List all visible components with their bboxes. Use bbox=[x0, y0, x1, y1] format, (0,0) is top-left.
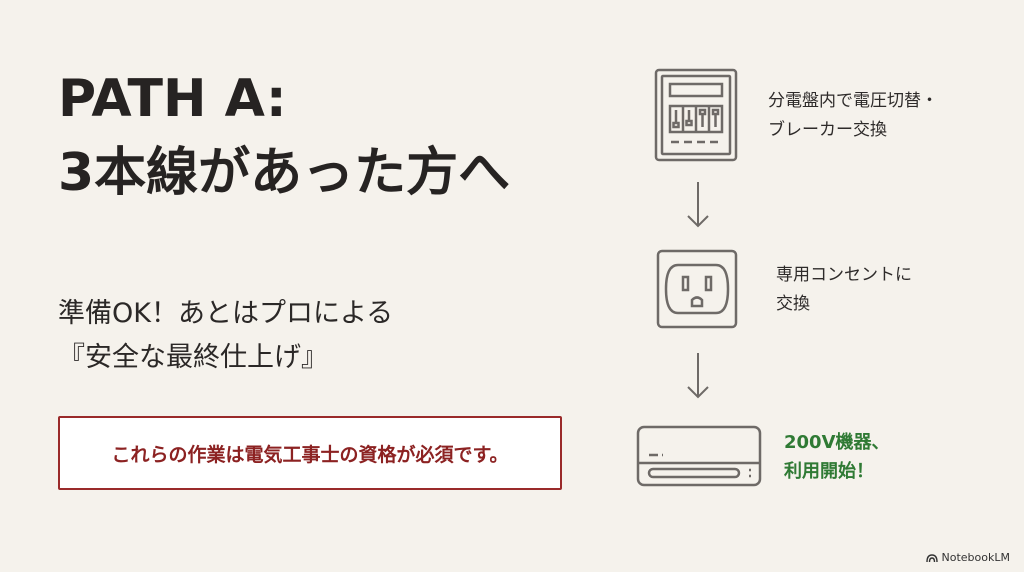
breaker-panel-icon bbox=[654, 68, 738, 162]
subtitle-line-1: 準備OK！あとはプロによる bbox=[58, 298, 394, 329]
step-1-label: 分電盤内で電圧切替・ ブレーカー交換 bbox=[768, 91, 938, 140]
slide-title: PATH A: 3本線があった方へ bbox=[58, 62, 510, 210]
step-3-label: 200V機器、 利用開始！ bbox=[784, 432, 890, 482]
air-conditioner-icon bbox=[636, 425, 762, 487]
step-2-label: 専用コンセントに 交換 bbox=[776, 265, 912, 314]
notebooklm-watermark: NotebookLM bbox=[925, 551, 1010, 564]
title-line-2: 3本線があった方へ bbox=[58, 143, 511, 203]
outlet-icon bbox=[656, 249, 738, 329]
arrow-down-icon bbox=[687, 182, 709, 228]
subtitle-line-2: 『安全な最終仕上げ』 bbox=[58, 342, 328, 373]
notebooklm-logo-icon bbox=[925, 553, 938, 562]
warning-text: これらの作業は電気工事士の資格が必須です。 bbox=[111, 443, 509, 466]
slide-subtitle: 準備OK！あとはプロによる 『安全な最終仕上げ』 bbox=[58, 292, 393, 380]
title-line-1: PATH A: bbox=[58, 69, 287, 129]
arrow-down-icon bbox=[687, 353, 709, 399]
qualification-warning-box: これらの作業は電気工事士の資格が必須です。 bbox=[58, 416, 562, 490]
brand-label: NotebookLM bbox=[941, 551, 1010, 564]
